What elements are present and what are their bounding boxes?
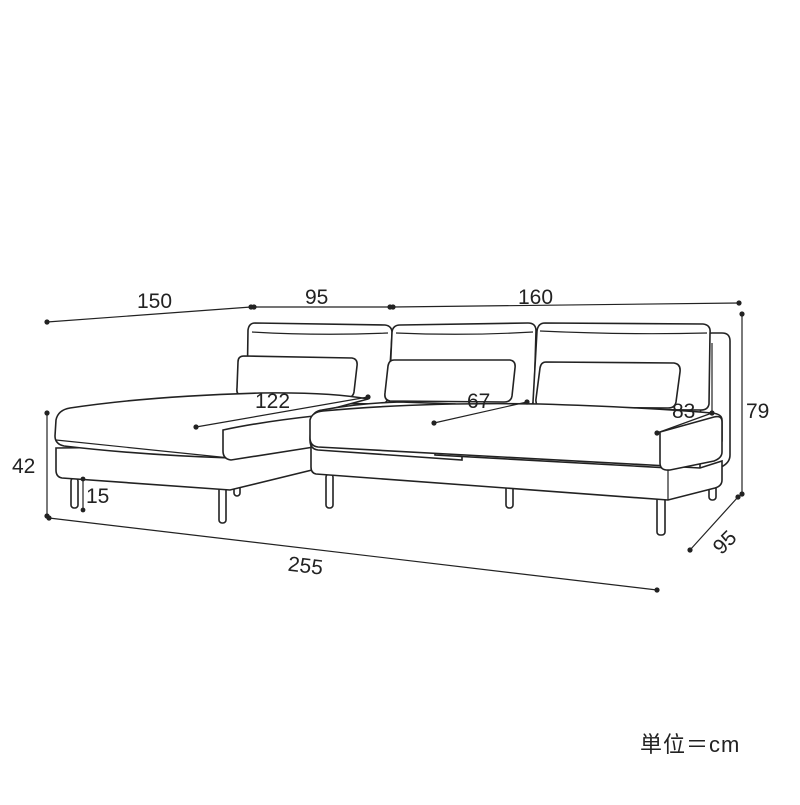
leg (218, 486, 227, 524)
label-seat-height: 42 (12, 455, 35, 478)
label-middle-width: 95 (305, 286, 328, 309)
seat-cushion-right (659, 415, 723, 471)
dimension-lines (44, 300, 745, 593)
throw-pillow-right (535, 361, 681, 409)
label-chaise-width: 150 (137, 290, 172, 313)
label-depth: 95 (709, 526, 742, 559)
label-total-width: 255 (287, 553, 325, 580)
label-back-to-seat: 83 (672, 400, 695, 423)
sofa-illustration (54, 322, 731, 536)
label-seat-depth: 67 (467, 390, 490, 413)
unit-label: 単位＝cm (640, 732, 740, 757)
leg (70, 477, 79, 509)
leg (325, 473, 334, 509)
label-right-width: 160 (518, 286, 553, 309)
label-leg-clearance: 15 (86, 485, 109, 508)
throw-pillow-middle (384, 359, 516, 403)
label-height: 79 (746, 400, 769, 423)
label-chaise-seat-length: 122 (255, 390, 290, 413)
main-section (309, 401, 723, 501)
main-base (310, 445, 723, 501)
throw-pillows (236, 355, 681, 409)
chaise-section (54, 392, 369, 491)
